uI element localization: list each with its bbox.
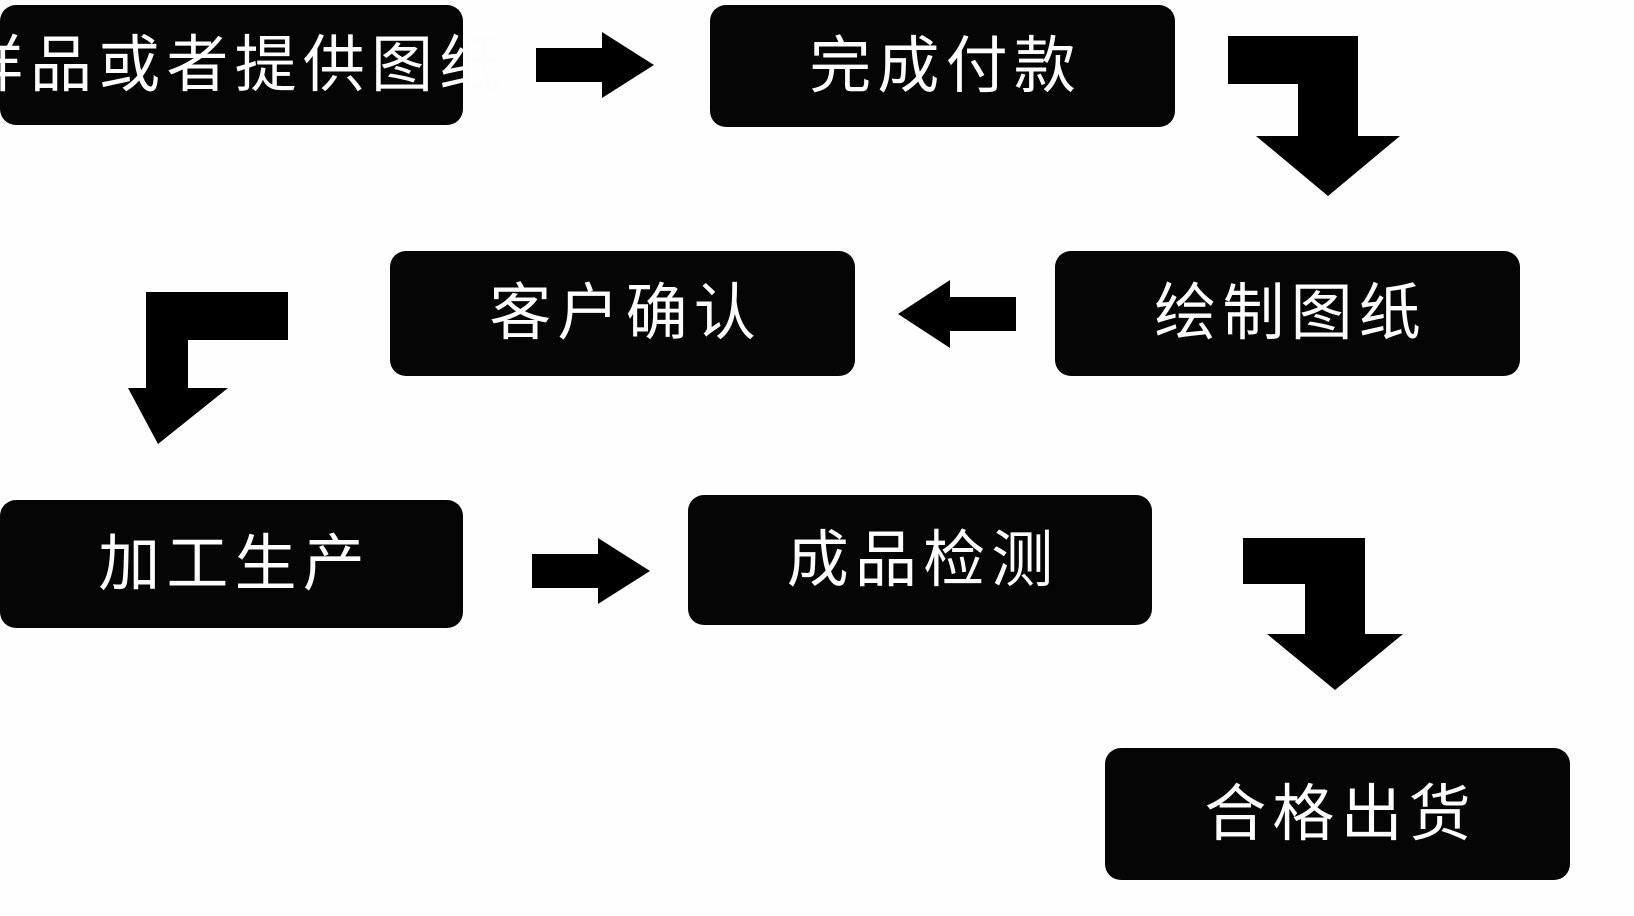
node-label: 绘制图纸 xyxy=(1154,276,1427,350)
arrow-elbow-left-down-confirm-to-production xyxy=(128,292,288,444)
flow-node-processing-production[interactable]: 加工生产 xyxy=(0,500,463,628)
node-label: 成品检测 xyxy=(786,522,1060,596)
arrow-right-sample-to-payment xyxy=(536,32,654,98)
flow-node-finished-product-inspection[interactable]: 成品检测 xyxy=(688,495,1152,625)
arrow-left-drawing-to-confirm xyxy=(898,280,1016,348)
flow-node-sample-or-drawing[interactable]: 样品或者提供图纸 xyxy=(0,5,501,125)
flow-node-complete-payment[interactable]: 完成付款 xyxy=(710,5,1175,127)
arrow-right-production-to-inspection xyxy=(532,538,650,604)
arrow-elbow-right-down-payment-to-drawing xyxy=(1228,36,1400,196)
flow-node-customer-confirmation[interactable]: 客户确认 xyxy=(390,251,855,376)
node-label: 加工生产 xyxy=(98,526,371,600)
node-label: 样品或者提供图纸 xyxy=(0,27,508,101)
arrow-elbow-right-down-inspection-to-shipment xyxy=(1243,538,1403,690)
flow-node-qualified-shipment[interactable]: 合格出货 xyxy=(1105,748,1570,880)
flow-node-draw-blueprint[interactable]: 绘制图纸 xyxy=(1055,251,1520,376)
node-label: 客户确认 xyxy=(489,276,762,350)
node-label: 合格出货 xyxy=(1204,776,1477,850)
node-label: 完成付款 xyxy=(809,28,1082,102)
